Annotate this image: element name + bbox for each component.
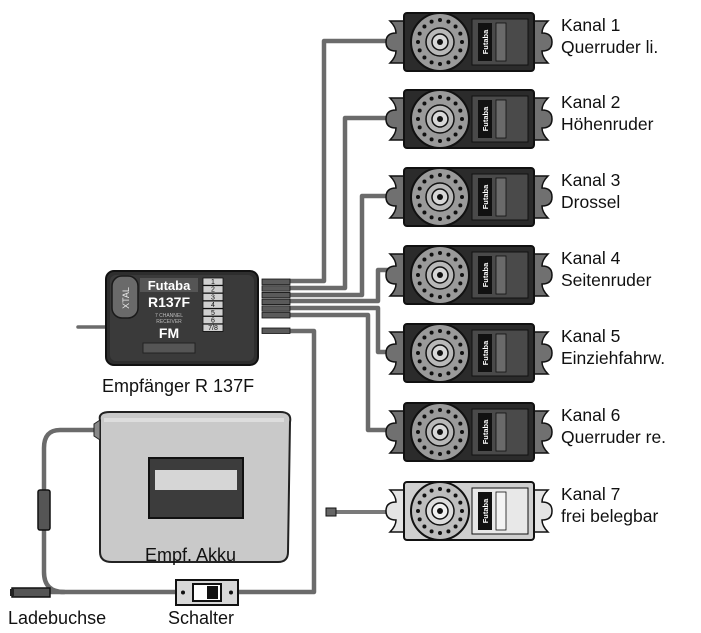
servo-brand-label: Futaba bbox=[481, 29, 490, 54]
receiver-band: FM bbox=[159, 325, 179, 341]
charge-socket bbox=[10, 587, 51, 598]
receiver-model: R137F bbox=[148, 294, 190, 310]
receiver-port-5: 5 bbox=[211, 310, 215, 317]
receiver-plug-3 bbox=[261, 291, 291, 299]
servo-brand-label: Futaba bbox=[481, 106, 490, 131]
receiver-port-3: 3 bbox=[211, 294, 215, 301]
cable-channel-1 bbox=[287, 38, 395, 284]
receiver-port-1: 1 bbox=[211, 279, 215, 286]
cable-channel-6 bbox=[287, 312, 395, 433]
servo-channel-1: Futaba bbox=[385, 12, 553, 72]
servo-channel-6: Futaba bbox=[385, 402, 553, 462]
servo-brand-label: Futaba bbox=[481, 184, 490, 209]
servo-function-label-6: Querruder re. bbox=[561, 427, 667, 447]
battery-pack bbox=[93, 411, 292, 563]
servo-brand-label: Futaba bbox=[481, 262, 490, 287]
receiver-plug-2 bbox=[261, 285, 291, 292]
servo-brand-label: Futaba bbox=[481, 419, 490, 444]
receiver-line1: 7 CHANNEL bbox=[155, 313, 183, 319]
receiver-caption: Empfänger R 137F bbox=[102, 376, 255, 396]
battery-caption: Empf. Akku bbox=[145, 545, 237, 565]
servo-channel-label-1: Kanal 1 bbox=[561, 15, 621, 35]
servo-channel-label-6: Kanal 6 bbox=[561, 405, 621, 425]
cable-channel-3 bbox=[287, 193, 395, 298]
servo-channel-label-4: Kanal 4 bbox=[561, 248, 621, 268]
channel-7-plug bbox=[325, 507, 337, 517]
servo-channel-label-3: Kanal 3 bbox=[561, 170, 621, 190]
servo-channel-label-7: Kanal 7 bbox=[561, 484, 621, 504]
receiver-port-7: 7/8 bbox=[208, 325, 218, 332]
cable-channel-5 bbox=[287, 305, 395, 355]
receiver: XTAL Futaba R137F 7 CHANNEL RECEIVER FM … bbox=[105, 270, 259, 366]
receiver-port-6: 6 bbox=[211, 318, 215, 325]
servo-brand-label: Futaba bbox=[481, 340, 490, 365]
switch-caption: Schalter bbox=[168, 608, 235, 628]
crystal-label: XTAL bbox=[121, 287, 131, 309]
servos: FutabaFutabaFutabaFutabaFutabaFutabaFuta… bbox=[385, 12, 553, 541]
receiver-plug-1 bbox=[261, 278, 291, 285]
crystal-socket: XTAL bbox=[111, 275, 139, 319]
servo-channel-4: Futaba bbox=[385, 245, 553, 305]
cable-channel-4 bbox=[287, 267, 395, 304]
receiver-plug-6 bbox=[261, 312, 291, 319]
cable-channel-2 bbox=[287, 115, 395, 291]
receiver-port-2: 2 bbox=[211, 287, 215, 294]
receiver-port-4: 4 bbox=[211, 302, 215, 309]
servo-brand-label: Futaba bbox=[481, 498, 490, 523]
battery-inline-plug bbox=[37, 489, 51, 531]
receiver-line2: RECEIVER bbox=[156, 319, 182, 325]
servo-function-label-4: Seitenruder bbox=[561, 270, 652, 290]
servo-channel-2: Futaba bbox=[385, 89, 553, 149]
switch bbox=[175, 579, 239, 606]
receiver-brand: Futaba bbox=[148, 278, 191, 293]
servo-channel-label-5: Kanal 5 bbox=[561, 326, 621, 346]
cable-switch-receiver bbox=[235, 328, 317, 595]
servo-function-label-2: Höhenruder bbox=[561, 114, 654, 134]
receiver-plug-4 bbox=[261, 298, 291, 306]
servo-function-label-3: Drossel bbox=[561, 192, 621, 212]
servo-channel-label-2: Kanal 2 bbox=[561, 92, 621, 112]
connector-plugs bbox=[37, 278, 337, 531]
servo-channel-7: Futaba bbox=[385, 481, 553, 541]
servo-channel-5: Futaba bbox=[385, 323, 553, 383]
servo-function-label-5: Einziehfahrw. bbox=[561, 348, 666, 368]
servo-channel-3: Futaba bbox=[385, 167, 553, 227]
charge-socket-caption: Ladebuchse bbox=[8, 608, 107, 628]
servo-function-label-7: frei belegbar bbox=[561, 506, 659, 526]
servo-function-label-1: Querruder li. bbox=[561, 37, 659, 57]
receiver-plug-7 bbox=[261, 327, 291, 334]
receiver-plug-5 bbox=[261, 305, 291, 312]
